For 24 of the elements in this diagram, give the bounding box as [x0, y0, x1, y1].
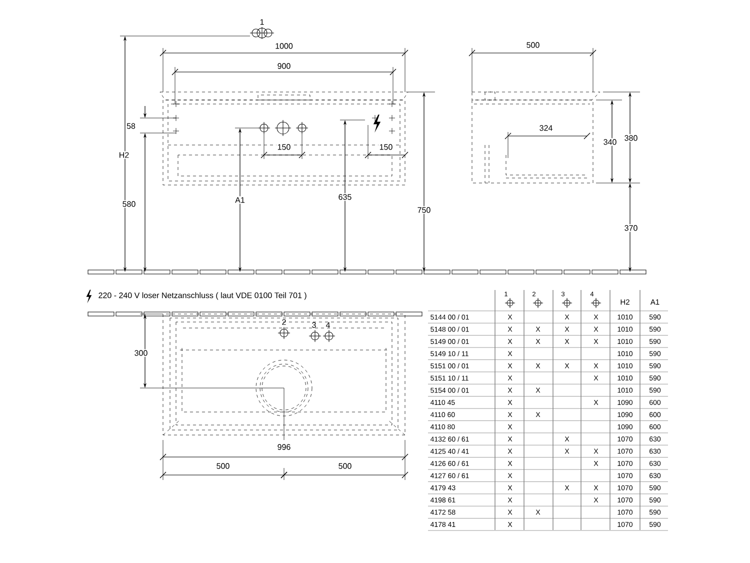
dimension-label: 150 [276, 143, 292, 151]
callout-number: 1 [260, 19, 264, 25]
dimension-label: 500 [338, 463, 352, 469]
dimension-label: 58 [126, 123, 136, 129]
dimension-label: 580 [121, 200, 137, 208]
callout-number: 4 [326, 322, 330, 328]
dimension-label: 380 [623, 134, 639, 142]
dimension-label: 500 [526, 42, 540, 48]
note-text: 220 - 240 V loser Netzanschluss ( laut VDE 0100 Teil 701 ) [98, 292, 306, 300]
dimension-label: 900 [278, 63, 290, 69]
callout-number: 2 [282, 319, 286, 325]
dimension-label: 1000 [276, 43, 293, 49]
dimension-label: 370 [623, 224, 639, 232]
dimension-label: 996 [278, 444, 290, 450]
dimension-label: A1 [234, 196, 246, 204]
dimension-label: 150 [378, 143, 394, 151]
dimension-label: 300 [133, 349, 149, 357]
dimension-label: 324 [540, 125, 552, 131]
dimension-label: 340 [602, 138, 618, 146]
dimension-label: H2 [118, 151, 130, 159]
dimension-label: 500 [216, 463, 230, 469]
dimension-label: 635 [337, 193, 353, 201]
callout-number: 3 [312, 322, 316, 328]
dimension-label: 750 [416, 206, 432, 214]
